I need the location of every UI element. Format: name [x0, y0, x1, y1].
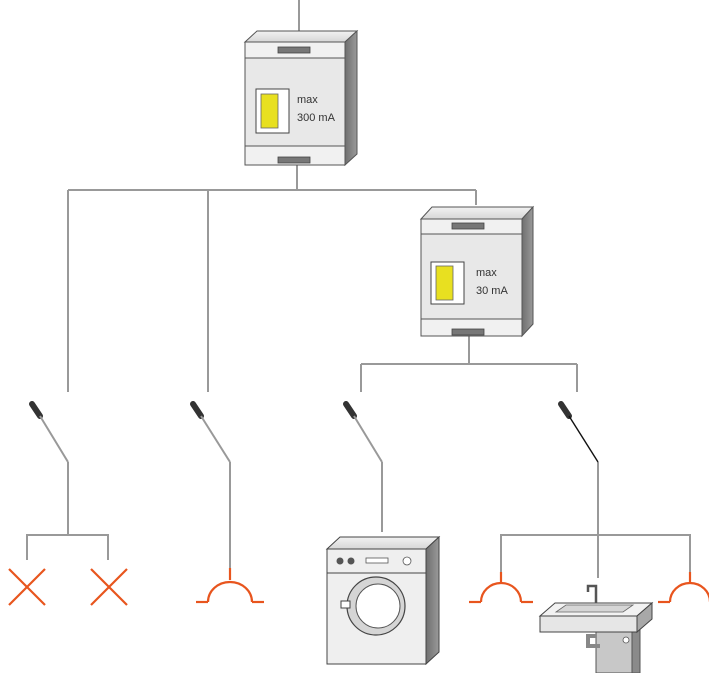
rcd-main-bottom-terminal [277, 156, 311, 164]
switch-1[interactable] [29, 401, 69, 463]
wash-basin-icon [538, 584, 654, 673]
lamp-icon-1 [8, 568, 46, 606]
rcd-sub-test-button[interactable] [435, 265, 454, 301]
rcd-main-test-button[interactable] [260, 93, 279, 129]
rcd-main: max 300 mA [243, 29, 359, 167]
rcd-sub: max 30 mA [419, 205, 535, 338]
washing-machine-icon [325, 535, 441, 666]
rcd-sub-top-terminal [451, 222, 485, 230]
rcd-sub-bottom-terminal [451, 328, 485, 336]
switch-2[interactable] [190, 401, 231, 463]
rcd-sub-side [521, 205, 534, 338]
switch-4-handle[interactable] [558, 401, 572, 419]
switch-1-handle[interactable] [29, 401, 43, 419]
rcd-main-side [344, 29, 358, 167]
lamp-icon-2 [90, 568, 128, 606]
socket-icon-1 [196, 568, 264, 604]
wiring [26, 0, 691, 578]
switch-4[interactable] [558, 401, 599, 463]
tap-icon [586, 584, 598, 603]
rcd-main-label-line2: 300 mA [297, 112, 336, 124]
switch-2-handle[interactable] [190, 401, 204, 419]
socket-branch-wire [500, 534, 691, 572]
rcd-sub-label-line2: 30 mA [476, 285, 508, 297]
rcd-main-label-line1: max [297, 94, 318, 106]
socket-icon-3 [658, 572, 709, 604]
switch-3[interactable] [343, 401, 383, 463]
rcd-main-top [243, 30, 359, 43]
rcd-sub-label-line1: max [476, 267, 497, 279]
lamp-branch-wire [26, 534, 109, 560]
rcd-sub-top [419, 206, 535, 220]
socket-icon-2 [469, 572, 533, 604]
switch-3-handle[interactable] [343, 401, 357, 419]
rcd-main-top-terminal [277, 46, 311, 54]
